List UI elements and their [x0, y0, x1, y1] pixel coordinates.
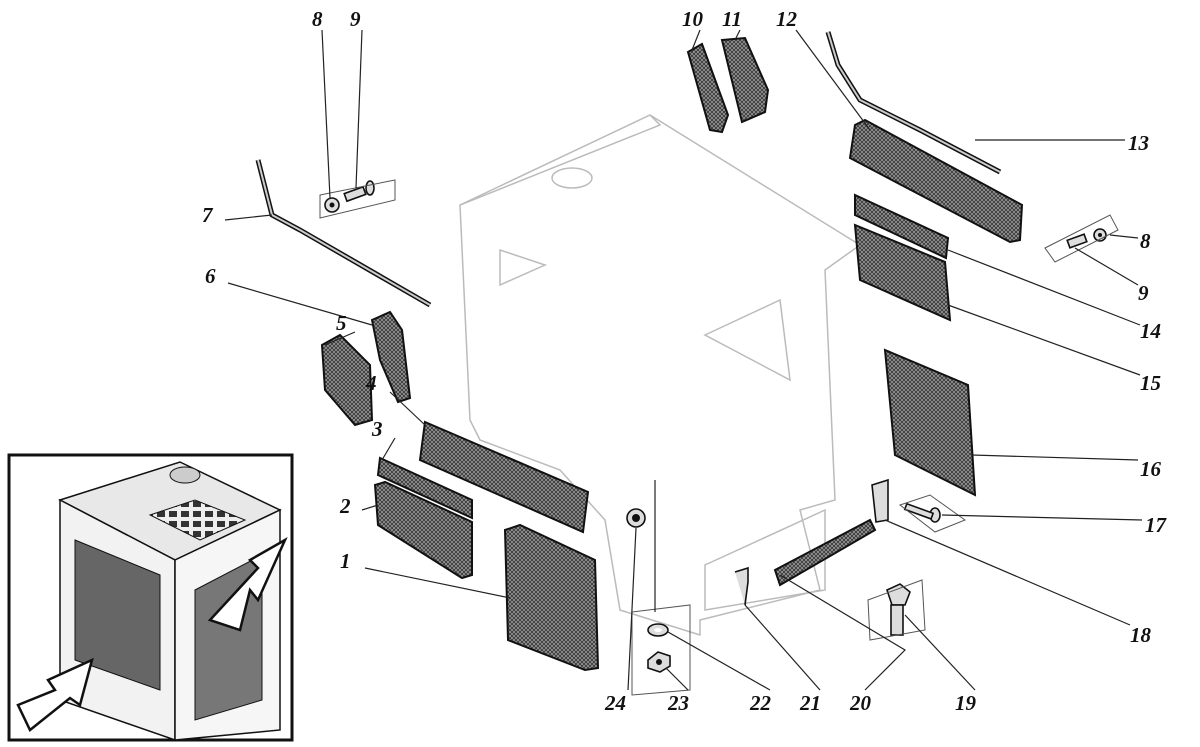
panel-3: [376, 456, 473, 520]
label-21: 21: [799, 691, 821, 715]
label-13: 13: [1128, 131, 1149, 155]
bolt-19: [886, 583, 911, 636]
callout-labels: 1 2 3 4 5 6 7 8 9 10 11 12 13 8 9 14 15 …: [202, 7, 1168, 715]
cab-body: [459, 114, 862, 637]
seal-strip-7: [255, 159, 432, 308]
label-8-right: 8: [1140, 229, 1151, 253]
label-20: 20: [849, 691, 872, 715]
label-24: 24: [604, 691, 626, 715]
label-17: 17: [1145, 513, 1168, 537]
arrow-icon: [207, 537, 288, 632]
label-9-right: 9: [1138, 281, 1149, 305]
panel-1: [503, 523, 600, 672]
label-23: 23: [667, 691, 689, 715]
label-11: 11: [722, 7, 742, 31]
clip-21: [734, 566, 749, 606]
label-12: 12: [776, 7, 798, 31]
screw-9-left: [343, 180, 375, 203]
arrow-icon: [16, 657, 94, 732]
label-6: 6: [205, 264, 216, 288]
strip-20: [773, 518, 877, 587]
label-22: 22: [749, 691, 772, 715]
label-16: 16: [1140, 457, 1162, 481]
label-4: 4: [365, 371, 377, 395]
washer-22: [647, 623, 669, 637]
panel-4: [418, 420, 590, 534]
label-10: 10: [682, 7, 704, 31]
label-7: 7: [202, 203, 214, 227]
panel-10: [686, 42, 730, 134]
label-9-top: 9: [350, 7, 361, 31]
seal-strip-13: [825, 31, 1002, 175]
label-15: 15: [1140, 371, 1161, 395]
inset-cab-view: [7, 453, 294, 742]
panel-15: [853, 223, 952, 322]
panel-16: [883, 348, 977, 497]
panel-6: [370, 310, 412, 404]
clip-17: [903, 502, 941, 523]
label-18: 18: [1130, 623, 1152, 647]
screw-9-right: [1066, 233, 1088, 249]
panel-14: [854, 193, 950, 260]
panel-12: [848, 118, 1024, 244]
panel-2: [373, 480, 473, 580]
label-14: 14: [1140, 319, 1161, 343]
panel-5: [320, 333, 374, 427]
bracket-18: [871, 478, 889, 523]
nut-23: [647, 651, 671, 673]
label-3: 3: [371, 417, 383, 441]
washer-8-left: [324, 197, 340, 213]
label-8-top: 8: [312, 7, 323, 31]
panel-11: [720, 36, 770, 124]
grommet-24: [626, 508, 646, 528]
label-5: 5: [336, 311, 347, 335]
label-2: 2: [339, 494, 351, 518]
leader-lines: [224, 29, 1143, 691]
label-19: 19: [955, 691, 977, 715]
label-1: 1: [340, 549, 351, 573]
